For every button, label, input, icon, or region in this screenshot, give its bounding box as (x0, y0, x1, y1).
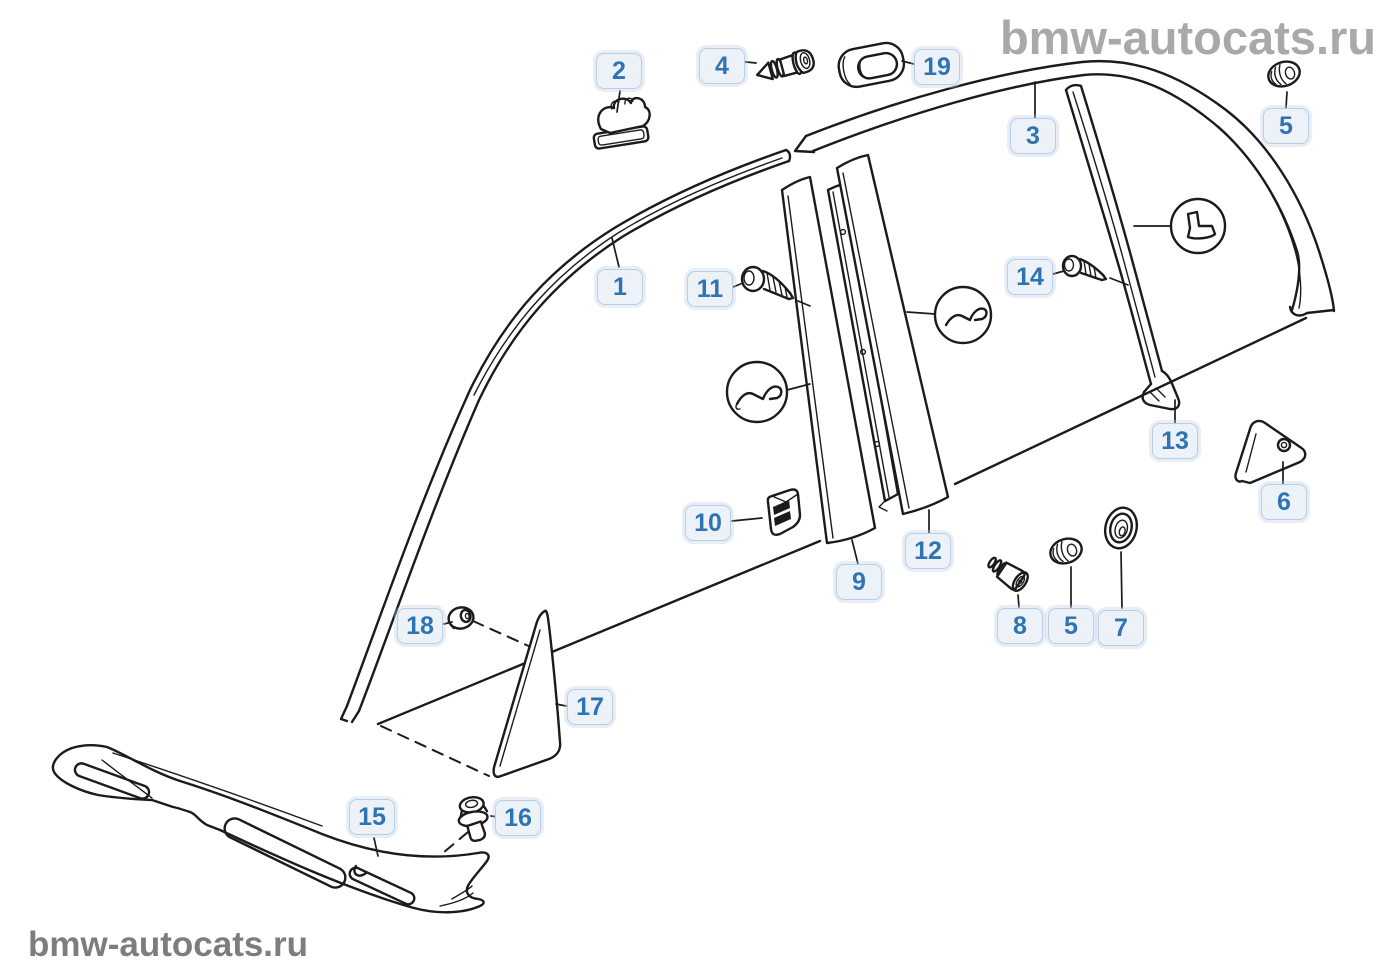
part-label-1[interactable]: 1 (597, 269, 643, 305)
part-1-front-moulding (339, 148, 792, 724)
part-label-16[interactable]: 16 (495, 800, 541, 836)
part-16-rivet (457, 795, 489, 842)
part-label-19[interactable]: 19 (914, 49, 960, 85)
part-5-cap-nut-top (1263, 56, 1305, 92)
part-8-bolt (987, 556, 1029, 593)
part-label-5[interactable]: 5 (1263, 108, 1309, 144)
part-label-10[interactable]: 10 (685, 505, 731, 541)
part-label-11[interactable]: 11 (687, 271, 733, 307)
part-label-6[interactable]: 6 (1261, 484, 1307, 520)
part-label-15[interactable]: 15 (349, 799, 395, 835)
part-3-roof-moulding (793, 59, 1336, 317)
part-7-grommet (1103, 506, 1139, 550)
part-label-18[interactable]: 18 (397, 608, 443, 644)
part-label-9[interactable]: 9 (836, 564, 882, 600)
part-9-pillar-cover-front (780, 175, 877, 545)
profile-callout-circle-1 (725, 360, 811, 424)
part-19-blind-plug (837, 41, 906, 89)
part-13-window-guide (1064, 83, 1181, 411)
part-2-clip (592, 96, 651, 150)
part-18-spacer (447, 606, 475, 630)
part-label-3[interactable]: 3 (1010, 118, 1056, 154)
part-10-clip (766, 488, 802, 537)
part-label-14[interactable]: 14 (1007, 259, 1053, 295)
part-6-corner-plate (1234, 419, 1307, 485)
part-label-5[interactable]: 5 (1048, 608, 1094, 644)
part-14-screw (1061, 254, 1129, 286)
beltline-lines (376, 316, 1308, 726)
part-label-17[interactable]: 17 (567, 689, 613, 725)
profile-callout-circle-3 (1133, 197, 1227, 255)
part-12-pillar-cover-rear (835, 153, 950, 516)
part-label-4[interactable]: 4 (699, 48, 745, 84)
part-15-cowl-panel (51, 744, 490, 914)
part-label-2[interactable]: 2 (596, 53, 642, 89)
profile-callout-circle-2 (906, 285, 993, 345)
watermark-top: bmw-autocats.ru (999, 11, 1376, 64)
part-4-push-pin (755, 49, 815, 81)
part-5-cap-nut-bottom (1045, 533, 1087, 569)
part-11-screw (740, 265, 811, 307)
part-label-7[interactable]: 7 (1098, 610, 1144, 646)
part-label-13[interactable]: 13 (1152, 423, 1198, 459)
part-label-12[interactable]: 12 (905, 533, 951, 569)
watermark-bottom: bmw-autocats.ru (28, 925, 309, 964)
part-17-corner-trim (492, 609, 562, 778)
part-label-8[interactable]: 8 (997, 608, 1043, 644)
